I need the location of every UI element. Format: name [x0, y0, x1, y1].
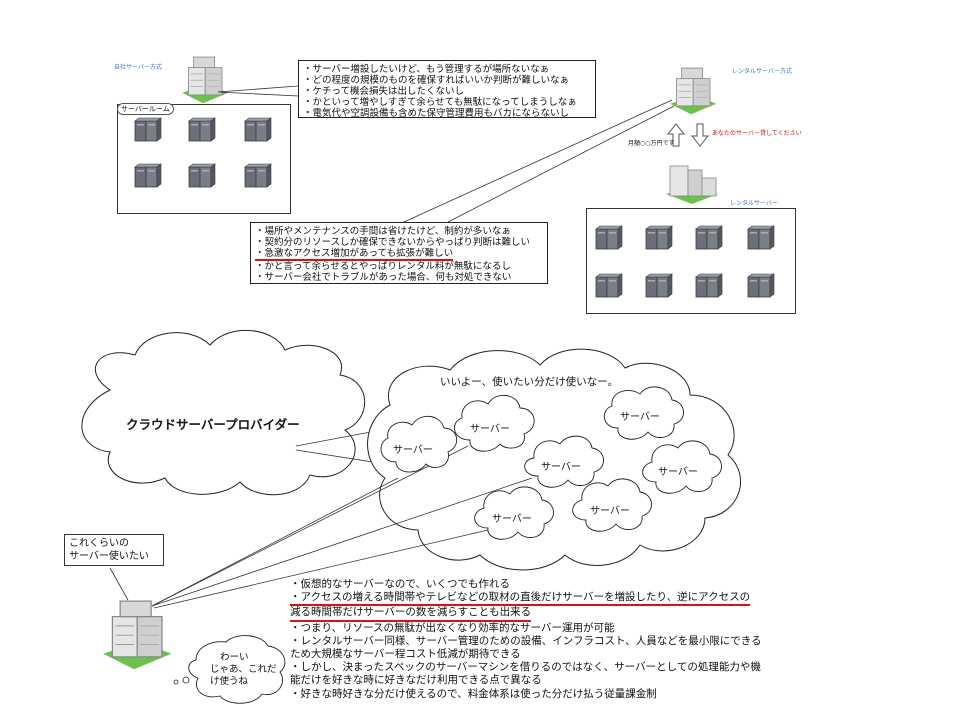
note-line: 減る時間帯だけサーバーの数を減らすことも出来る: [290, 606, 532, 622]
down-arrow-icon: [690, 123, 710, 147]
server-cloud-label: サーバー: [620, 412, 660, 423]
user-request-line: これくらいの: [69, 538, 129, 549]
server-icon: [695, 225, 723, 250]
note-line: ため大規模なサーバー程コスト低減が期待できる: [290, 648, 521, 661]
concern-line: ・ケチって機会損失は出したくないし: [303, 86, 465, 97]
company-building-icon: [181, 56, 229, 104]
server-cloud-label: サーバー: [492, 514, 532, 525]
user-request-line: サーバー使いたい: [69, 551, 149, 562]
server-icon: [134, 117, 162, 142]
note-line: ・つまり、リソースの無駄が出なくなり効率的なサーバー運用が可能: [290, 621, 615, 634]
note-line: ・レンタルサーバー同様、サーバー管理のための設備、インフラコスト、人員などを最小…: [290, 634, 762, 647]
server-icon: [188, 117, 216, 142]
server-icon: [645, 273, 673, 298]
server-cloud-5: [642, 440, 722, 494]
user-bubble-line: わーい: [220, 652, 249, 663]
user-bubble-text: わーい じゃあ、これだ け使うね: [210, 652, 277, 688]
server-icon: [244, 117, 272, 142]
provider-cloud: [81, 329, 366, 496]
server-cloud-label: サーバー: [658, 467, 698, 478]
rental-concern-line: ・かと言って余らせるとやっぱりレンタル料が無駄になるし: [255, 261, 511, 272]
user-bubble-dots: [173, 676, 190, 685]
concern-line: ・どの程度の規模のものを確保すればいいか判断が難しいなぁ: [303, 75, 570, 86]
rental-concern-line: ・契約分のリソースしか確保できないからやっぱり判断は難しい: [255, 237, 531, 248]
rental-company-building-icon: [669, 67, 717, 115]
server-cloud-label: サーバー: [590, 506, 630, 517]
rental-server-method-label: レンタルサーバー方式: [732, 68, 792, 75]
server-cloud-1: [380, 415, 458, 473]
rental-server-label: レンタルサーバー: [730, 200, 778, 207]
rental-concerns-bubble: ・場所やメンテナンスの手間は省けたけど、制約が多いなぁ ・契約分のリソースしか確…: [250, 222, 548, 284]
server-icon: [595, 225, 623, 250]
company-server-method-label: 自社サーバー方式: [114, 64, 162, 71]
server-room-servers: [134, 117, 272, 188]
server-cloud-label: サーバー: [541, 462, 581, 473]
speech-pointer-top-left: [217, 85, 299, 97]
concern-line: ・電気代や空調設備も含めた保守管理費用もバカにならないし: [303, 108, 570, 119]
rental-server-building-icon: [666, 165, 718, 204]
user-request-box: これくらいの サーバー使いたい: [64, 534, 164, 566]
server-cloud-label: サーバー: [470, 424, 510, 435]
cloud-reply-text: いいよー、使いたい分だけ使いなー。: [440, 376, 619, 388]
cloud-benefit-notes: ・仮想的なサーバーなので、いくつでも作れる ・アクセスの増える時間帯やテレビなど…: [290, 578, 960, 701]
server-cloud-4: [524, 435, 604, 488]
server-icon: [747, 225, 775, 250]
server-icon: [645, 225, 673, 250]
rental-concern-line: ・場所やメンテナンスの手間は省けたけど、制約が多いなぁ: [255, 226, 511, 237]
server-cloud-6: [474, 486, 554, 540]
user-building-icon: [102, 600, 172, 670]
user-speech-bubble: [188, 635, 286, 704]
rental-concern-line: ・急激なアクセス増加があっても拡張が難しい: [255, 248, 454, 261]
server-cloud-2: [454, 394, 535, 452]
server-icon: [134, 163, 162, 188]
server-icon: [747, 273, 775, 298]
server-icon: [244, 163, 272, 188]
rental-server-room-servers: [595, 225, 775, 298]
server-icon: [188, 163, 216, 188]
note-line: ・アクセスの増える時間帯やテレビなどの取材の直後だけサーバーを増設したり、逆にア…: [290, 591, 751, 607]
rental-concern-line: ・サーバー会社でトラブルがあった場合、何も対処できない: [255, 272, 512, 283]
up-arrow-icon: [666, 123, 686, 147]
server-cloud-7: [572, 478, 652, 532]
user-bubble-line: じゃあ、これだ: [210, 664, 277, 675]
user-connection-lines: [151, 445, 533, 609]
note-line: ・好きな時好きな分だけ使えるので、料金体系は使った分だけ払う従量課金制: [290, 687, 657, 700]
user-bubble-line: け使うね: [210, 676, 249, 687]
note-line: ・しかし、決まったスペックのサーバーマシンを借りるのではなく、サーバーとしての処…: [290, 661, 761, 674]
server-icon: [695, 273, 723, 298]
server-room-label: サーバールーム: [117, 103, 174, 115]
rental-request-text: あなたのサーバー貸してください: [712, 130, 802, 137]
company-concerns-bubble: ・サーバー増設したいけど、もう管理するが場所ないなぁ ・どの程度の規模のものを確…: [298, 60, 596, 119]
server-cloud-3: [603, 386, 684, 440]
server-icon: [595, 273, 623, 298]
note-line: 能だけを好きな時に好きなだけ利用できる点で異なる: [290, 674, 542, 687]
server-cloud-label: サーバー: [393, 445, 433, 456]
note-line: ・仮想的なサーバーなので、いくつでも作れる: [290, 578, 510, 590]
cloud-provider-label: クラウドサーバープロバイダー: [126, 417, 300, 432]
concern-line: ・かといって増やしすぎて余らせても無駄になってしまうしなぁ: [303, 97, 577, 108]
rental-price-text: 月額○○万円です: [628, 140, 675, 147]
concern-line: ・サーバー増設したいけど、もう管理するが場所ないなぁ: [303, 64, 550, 75]
speech-pointer-middle: [403, 99, 675, 223]
